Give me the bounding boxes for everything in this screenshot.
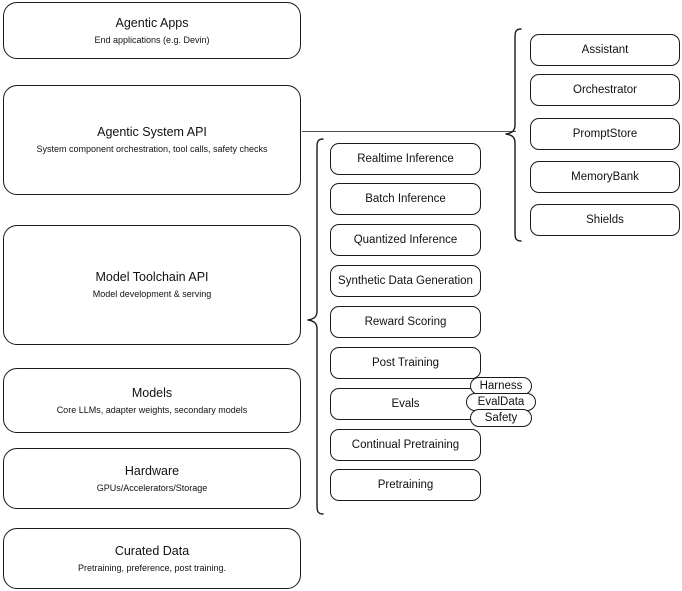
stack-layer-subtitle: Model development & serving — [92, 289, 212, 300]
stack-layer-title: Model Toolchain API — [95, 270, 209, 285]
stack-layer-model-toolchain-api[interactable]: Model Toolchain API Model development & … — [3, 225, 301, 345]
brace-system-components — [505, 28, 522, 242]
toolchain-item-label: Quantized Inference — [353, 234, 458, 246]
system-item-label: Shields — [586, 214, 624, 226]
stack-layer-curated-data[interactable]: Curated Data Pretraining, preference, po… — [3, 528, 301, 589]
stack-layer-subtitle: Core LLMs, adapter weights, secondary mo… — [56, 404, 248, 415]
system-item-label: Orchestrator — [573, 84, 637, 96]
stack-layer-subtitle: GPUs/Accelerators/Storage — [96, 482, 208, 493]
toolchain-item-batch-inference[interactable]: Batch Inference — [330, 183, 481, 215]
system-item-orchestrator[interactable]: Orchestrator — [530, 74, 680, 106]
stack-layer-title: Curated Data — [114, 543, 190, 558]
toolchain-item-pretraining[interactable]: Pretraining — [330, 469, 481, 501]
stack-layer-subtitle: End applications (e.g. Devin) — [94, 34, 210, 45]
eval-pill-label: EvalData — [477, 396, 525, 408]
brace-toolchain-components — [307, 138, 324, 515]
stack-layer-title: Models — [131, 385, 173, 400]
stack-layer-subtitle: System component orchestration, tool cal… — [36, 144, 268, 155]
stack-layer-title: Agentic Apps — [115, 15, 189, 30]
stack-layer-agentic-apps[interactable]: Agentic Apps End applications (e.g. Devi… — [3, 2, 301, 59]
stack-layer-subtitle: Pretraining, preference, post training. — [77, 562, 227, 573]
toolchain-item-label: Pretraining — [377, 479, 434, 491]
eval-pill-safety[interactable]: Safety — [470, 409, 532, 427]
stack-layer-models[interactable]: Models Core LLMs, adapter weights, secon… — [3, 368, 301, 433]
toolchain-item-label: Batch Inference — [365, 193, 446, 205]
stack-layer-title: Agentic System API — [97, 125, 207, 140]
system-item-label: PromptStore — [572, 128, 638, 140]
toolchain-item-reward-scoring[interactable]: Reward Scoring — [330, 306, 481, 338]
toolchain-item-synthetic-data-generation[interactable]: Synthetic Data Generation — [330, 265, 481, 297]
toolchain-item-label: Realtime Inference — [357, 153, 454, 165]
system-item-memorybank[interactable]: MemoryBank — [530, 161, 680, 193]
system-item-label: MemoryBank — [571, 171, 639, 183]
toolchain-item-label: Post Training — [371, 357, 440, 369]
system-item-assistant[interactable]: Assistant — [530, 34, 680, 66]
toolchain-item-evals[interactable]: Evals — [330, 388, 481, 420]
connector-line-system-api-to-components — [302, 131, 516, 133]
eval-pill-label: Safety — [484, 412, 518, 424]
toolchain-item-label: Reward Scoring — [364, 316, 447, 328]
toolchain-item-label: Evals — [391, 398, 420, 410]
toolchain-item-label: Continual Pretraining — [351, 439, 460, 451]
toolchain-item-realtime-inference[interactable]: Realtime Inference — [330, 143, 481, 175]
eval-pill-evaldata[interactable]: EvalData — [466, 393, 536, 411]
system-item-shields[interactable]: Shields — [530, 204, 680, 236]
toolchain-item-continual-pretraining[interactable]: Continual Pretraining — [330, 429, 481, 461]
eval-pill-label: Harness — [479, 380, 523, 392]
toolchain-item-post-training[interactable]: Post Training — [330, 347, 481, 379]
toolchain-item-quantized-inference[interactable]: Quantized Inference — [330, 224, 481, 256]
stack-layer-title: Hardware — [124, 463, 180, 478]
stack-layer-hardware[interactable]: Hardware GPUs/Accelerators/Storage — [3, 448, 301, 509]
system-item-label: Assistant — [581, 44, 629, 56]
stack-layer-agentic-system-api[interactable]: Agentic System API System component orch… — [3, 85, 301, 195]
toolchain-item-label: Synthetic Data Generation — [338, 275, 473, 287]
system-item-promptstore[interactable]: PromptStore — [530, 118, 680, 150]
